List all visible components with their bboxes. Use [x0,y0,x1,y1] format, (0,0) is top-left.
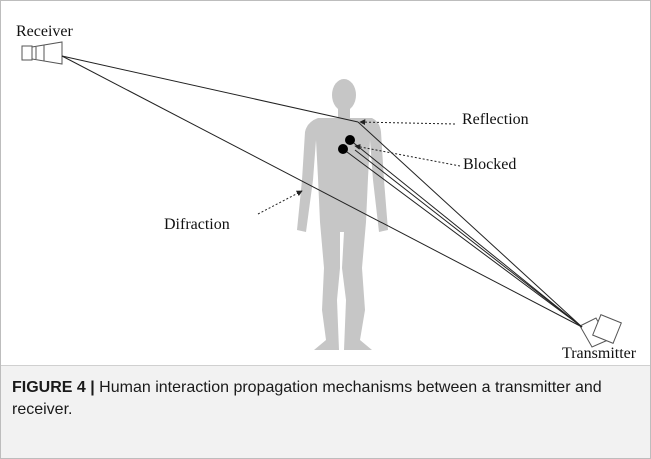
blocked-ray-2 [343,149,582,327]
blocked-ray-3 [355,150,582,327]
figure-number: FIGURE 4 | [12,379,95,396]
transmitter-antenna [580,315,621,347]
propagation-diagram: Receiver Transmitter Reflection Blocked … [0,0,651,366]
caption-text: Human interaction propagation mechanisms… [12,379,602,418]
transmitter-label: Transmitter [562,345,637,362]
receiver-antenna [22,42,62,64]
diffraction-ray [62,56,582,327]
blocked-label: Blocked [463,156,516,173]
diffraction-label: Difraction [164,216,230,233]
reflection-ray-incoming [62,56,358,122]
reflection-label: Reflection [462,111,529,128]
human-silhouette [297,79,388,350]
blocked-point-upper [345,135,355,145]
figure-caption: FIGURE 4 | Human interaction propagation… [12,377,612,421]
receiver-label: Receiver [16,23,74,40]
diffraction-pointer [258,191,302,214]
propagation-rays [62,56,582,327]
blocked-point-lower [338,144,348,154]
